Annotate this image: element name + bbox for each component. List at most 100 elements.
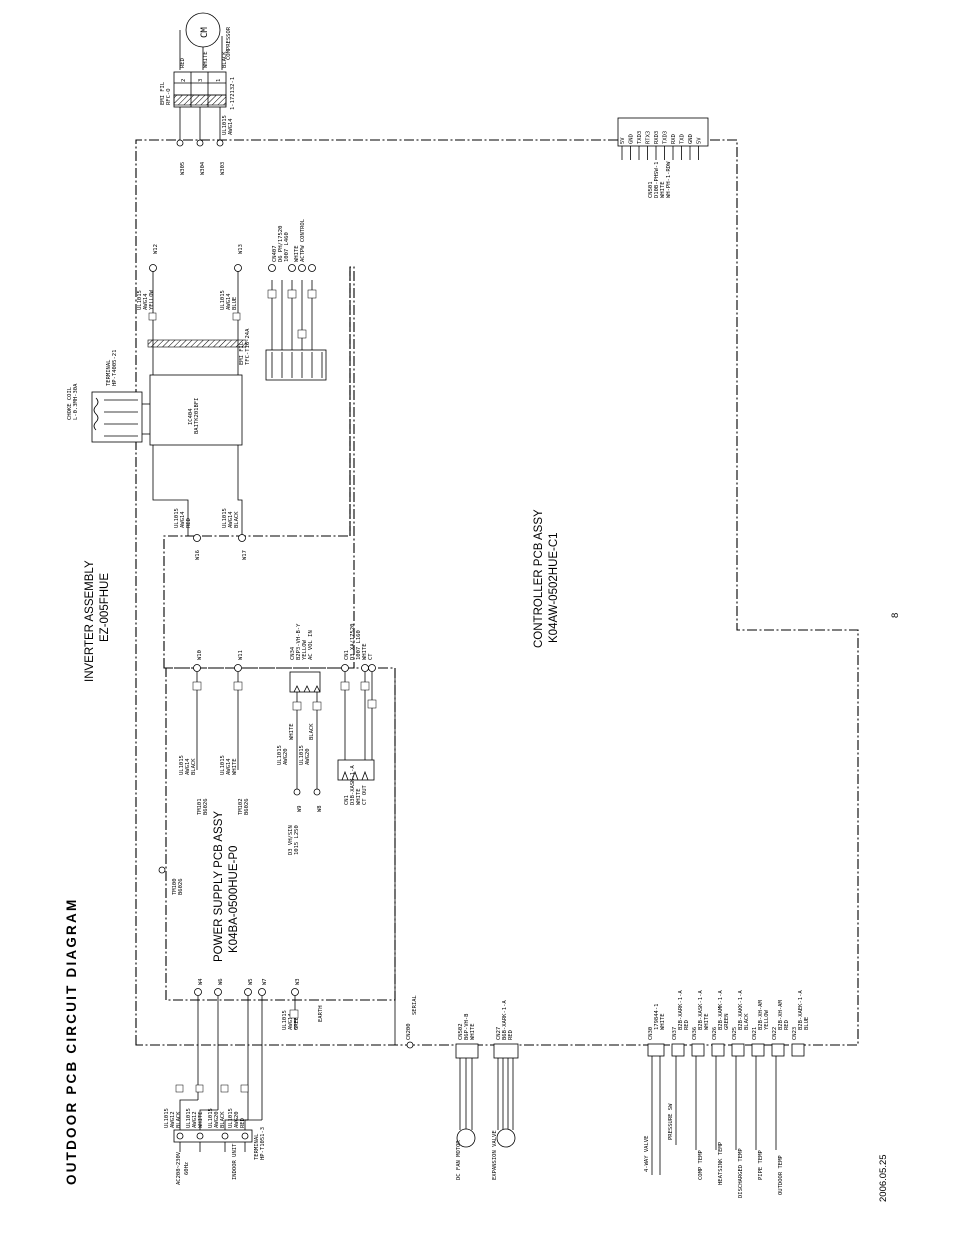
ic404-name: IC404 bbox=[188, 408, 194, 425]
discharged-temp-label: DISCHARGED TEMP bbox=[738, 1148, 744, 1198]
input-wire-1-color: BLACK bbox=[176, 1111, 182, 1128]
w9-label: W9 bbox=[297, 805, 303, 812]
ic404-code: BAITK201BFI bbox=[194, 398, 200, 434]
w11-wire-color: WHITE bbox=[232, 758, 238, 775]
w12-wire-type: UL1015 bbox=[137, 290, 143, 310]
cn1b-color: WHITE bbox=[356, 788, 362, 805]
controller-assembly-model: K04AW-0502HUE-C1 bbox=[548, 532, 560, 643]
choke-coil-code: L-0.3MH-30A bbox=[73, 383, 79, 420]
choke-terminal-name: TERMINAL bbox=[106, 359, 112, 386]
mains-section: W4 W6 W5 W7 W3 EARTH UL1015 AWG14 GREEN … bbox=[164, 978, 324, 1185]
cn21-name: CN21 bbox=[752, 1027, 758, 1040]
cn1b-type: D3B-XASK-1-A bbox=[350, 765, 356, 805]
w17-wire-color: BLACK bbox=[234, 511, 240, 528]
cn36-connector bbox=[691, 1043, 705, 1057]
w12-wire-color: YELLOW bbox=[149, 289, 155, 310]
w13-wire-type: UL1015 bbox=[220, 290, 226, 310]
cn502-type: B6P-VH-B bbox=[464, 1013, 470, 1040]
cn407-spec: 1007 L460 bbox=[284, 232, 290, 262]
w6-terminal bbox=[214, 988, 222, 996]
compressor-pin-2: 2 bbox=[181, 79, 187, 82]
cn501-connector bbox=[617, 117, 709, 147]
input-wire-3-color: BLACK bbox=[220, 1111, 226, 1128]
input-terminal-block bbox=[173, 1129, 253, 1143]
w16-wire-color: RED bbox=[186, 518, 192, 528]
cn200-label: SERIAL bbox=[412, 994, 418, 1015]
cn22-connector bbox=[771, 1043, 785, 1057]
w10-wire-color: BLACK bbox=[191, 758, 197, 775]
power-supply-assembly-model: K04BA-0500HUE-P0 bbox=[228, 846, 240, 953]
w4-terminal bbox=[194, 988, 202, 996]
expansion-valve-label: EXPANSION VALVE bbox=[492, 1130, 498, 1180]
power-supply-internals: W10 W11 UL1015 AWG14 BLACK UL1015 AWG14 … bbox=[158, 623, 377, 895]
cn27-connector bbox=[493, 1043, 519, 1059]
cn1b-function: CT OUT bbox=[362, 784, 368, 805]
choke-terminal-code: HP-T4005-21 bbox=[112, 350, 118, 386]
cn21-connector bbox=[751, 1043, 765, 1057]
compressor-cable-gauge: AWG14 bbox=[228, 118, 234, 135]
cn502-name: CN502 bbox=[458, 1023, 464, 1040]
four-way-valve-label: 4-WAY VALVE bbox=[644, 1136, 650, 1172]
cn26-color: GREEN bbox=[724, 1013, 730, 1030]
compressor-label: COMPRESSOR bbox=[226, 26, 232, 60]
cn407-type: D6 PH/17520 bbox=[278, 226, 284, 262]
page-title: OUTDOOR PCB CIRCUIT DIAGRAM bbox=[64, 898, 79, 1185]
cn36-type: B2B-XASK-1-A bbox=[698, 990, 704, 1030]
cn1a-name: CN1 bbox=[344, 650, 350, 660]
compressor-wire-red: RED bbox=[180, 58, 186, 68]
compressor-wire-black: BLACK bbox=[222, 51, 228, 68]
cn1a-function: CT bbox=[368, 653, 374, 660]
cn502-connector bbox=[455, 1043, 479, 1059]
cn23-type: B2B-XAEK-1-A bbox=[798, 990, 804, 1030]
terminal-block-code: HP-T1051-3 bbox=[260, 1127, 266, 1160]
cn501-name: CN501 bbox=[648, 181, 654, 198]
cn23-color: BLUE bbox=[804, 1017, 810, 1030]
cn30-connector bbox=[647, 1043, 665, 1057]
cn501-pin-label: 5V bbox=[620, 137, 626, 144]
cn501-pin-label: RTX3 bbox=[646, 131, 652, 144]
cn501-pin-label: TXD3 bbox=[663, 131, 669, 144]
w305-label: W305 bbox=[180, 162, 186, 175]
cn26-connector bbox=[711, 1043, 725, 1057]
w12-terminal bbox=[149, 264, 157, 272]
inverter-internals: W12 W13 UL1015 AWG14 YELLOW UL1015 AWG14… bbox=[67, 218, 327, 560]
terminal-block-name: TERMINAL bbox=[254, 1133, 260, 1160]
cn-vh-type: D3 VH/SIN bbox=[288, 825, 294, 855]
w304-terminal bbox=[196, 139, 204, 147]
choke-coil bbox=[91, 391, 143, 443]
cn501-note: WH-PH-1-RDW bbox=[666, 161, 672, 198]
emi-filter-label: EMI FIL bbox=[160, 81, 166, 105]
w10-wire-gauge: AWG14 bbox=[185, 758, 191, 775]
cn501-pin-label: RXD bbox=[671, 134, 677, 144]
cn27-color: RED bbox=[508, 1030, 514, 1040]
ic404-module bbox=[149, 374, 243, 446]
cn22-color: RED bbox=[784, 1020, 790, 1030]
cn501-pin-label: 5V bbox=[697, 137, 703, 144]
cn37-color: RED bbox=[684, 1020, 690, 1030]
w13-wire-color: BLUE bbox=[232, 297, 238, 310]
input-wire-4-color: RED bbox=[240, 1118, 246, 1128]
earth-label: EARTH bbox=[318, 1005, 324, 1022]
expansion-valve-icon bbox=[496, 1128, 516, 1148]
cn-vh-spec: 1015 L250 bbox=[294, 825, 300, 855]
w12-label: W12 bbox=[153, 244, 159, 254]
cn27-name: CN27 bbox=[496, 1027, 502, 1040]
cn1a-color: WHITE bbox=[362, 643, 368, 660]
w11-terminal bbox=[234, 664, 242, 672]
comp-temp-label: COMP TEMP bbox=[698, 1150, 704, 1180]
cn30-color: WHITE bbox=[660, 1013, 666, 1030]
cn37-type: B2B-XARK-1-A bbox=[678, 990, 684, 1030]
cn34-name: CN34 bbox=[290, 646, 296, 660]
tm102-code: B6026 bbox=[244, 798, 250, 815]
pipe-temp-label: PIPE TEMP bbox=[758, 1150, 764, 1180]
tm100-code: B6026 bbox=[178, 878, 184, 895]
cn1b-connector bbox=[337, 759, 375, 781]
cn34-color: YELLOW bbox=[302, 639, 308, 660]
cn34-function: AC VOL IN bbox=[308, 630, 314, 660]
dc-fan-label: DC FAN MOTOR bbox=[456, 1140, 462, 1180]
w9-terminal bbox=[293, 788, 301, 796]
page-date: 2006.05.25 bbox=[878, 1154, 889, 1202]
cn1b-name: CN1 bbox=[344, 795, 350, 805]
